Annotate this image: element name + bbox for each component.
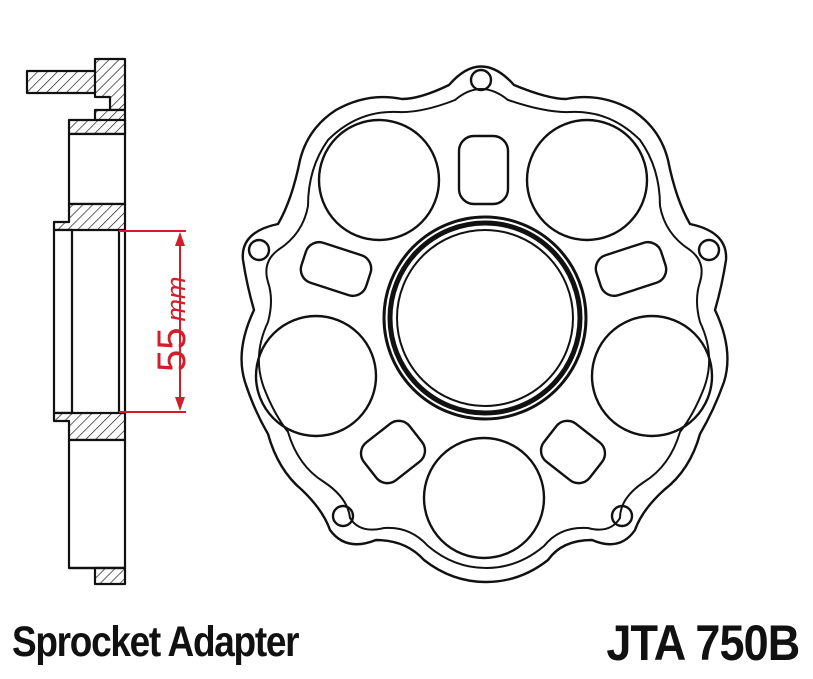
slot-left — [299, 240, 373, 298]
part-number-caption: JTA 750B — [606, 615, 800, 671]
upper-step — [67, 118, 127, 136]
slot-top — [457, 134, 510, 206]
inner-contour — [257, 88, 711, 569]
ear-hole-top — [469, 68, 493, 92]
hub-lower-band — [52, 411, 127, 442]
dimension-number: 55 — [150, 328, 194, 373]
hub-upper-band — [52, 202, 127, 232]
ear-hole-bottom-right — [610, 504, 634, 528]
bottom-foot — [93, 566, 127, 586]
dim-arrow-bottom — [175, 397, 185, 411]
center-bore-outer — [382, 215, 588, 421]
lower-window — [67, 438, 127, 570]
large-hole-left — [254, 314, 378, 438]
ear-hole-left — [247, 238, 271, 262]
ear-hole-bottom-left — [331, 504, 355, 528]
dimension-unit: mm — [161, 277, 191, 322]
large-hole-top-right — [525, 118, 649, 242]
ear-hole-right — [697, 238, 721, 262]
slot-right — [594, 240, 668, 298]
dimension-value-label: 55 mm — [150, 277, 194, 372]
side-section-view — [25, 57, 127, 586]
upper-window — [67, 132, 127, 206]
large-hole-top-left — [317, 118, 441, 242]
bore-wall — [52, 228, 74, 415]
slot-bottom-right — [539, 419, 607, 485]
slot-bottom-left — [359, 419, 427, 485]
center-bore-middle — [387, 220, 583, 416]
large-hole-right — [590, 314, 714, 438]
outer-contour — [240, 65, 729, 584]
dimension-55mm — [119, 230, 186, 413]
large-hole-bottom — [422, 436, 546, 560]
center-bore-inner — [396, 229, 574, 407]
product-name-caption: Sprocket Adapter — [12, 618, 300, 666]
front-view — [240, 65, 729, 584]
stud-bolt — [25, 69, 101, 95]
top-flange — [93, 57, 127, 112]
dim-arrow-top — [175, 232, 185, 246]
